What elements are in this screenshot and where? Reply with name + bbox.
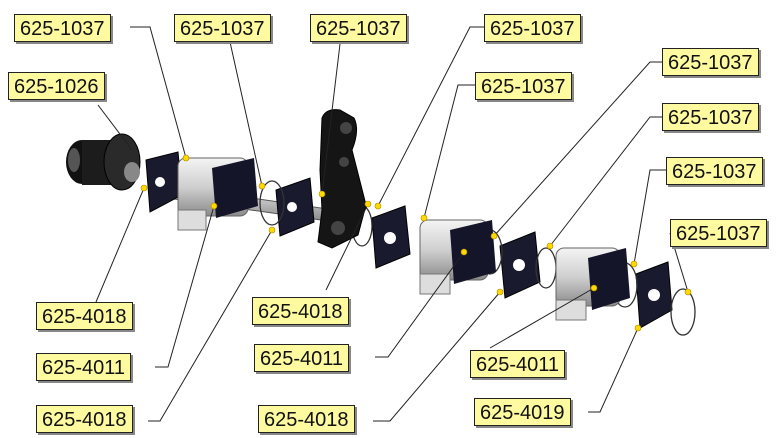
callout-label: 625-1037 <box>174 14 271 42</box>
callout-label: 625-4011 <box>36 353 132 381</box>
callout-label: 625-1037 <box>666 157 763 185</box>
callout-label: 625-1037 <box>662 103 759 131</box>
mounting-bracket <box>317 109 367 249</box>
callout-label: 625-4011 <box>254 344 350 372</box>
gasket-plate-3 <box>371 205 411 269</box>
gasket-plate-2 <box>275 177 315 237</box>
callout-label: 625-1037 <box>662 48 759 76</box>
leader-lines <box>95 26 689 422</box>
callout-dots <box>140 154 692 332</box>
callout-label: 625-1037 <box>14 14 111 42</box>
callout-label: 625-1037 <box>484 14 581 42</box>
callout-label: 625-1037 <box>310 14 407 42</box>
pump-housing-2 <box>419 219 496 295</box>
callout-label: 625-4018 <box>36 405 133 433</box>
callout-label: 625-1026 <box>8 72 105 100</box>
gasket-plate-4 <box>499 231 541 299</box>
callout-label: 625-4018 <box>258 405 355 433</box>
gasket-plate-1 <box>145 151 183 213</box>
callout-label: 625-4018 <box>252 297 349 325</box>
gasket-plate-5 <box>635 261 673 329</box>
callout-label: 625-4011 <box>470 350 566 378</box>
pump-housing-3 <box>555 247 630 321</box>
callout-label: 625-1037 <box>670 219 767 247</box>
callout-label: 625-1037 <box>475 72 572 100</box>
end-cap-part <box>66 133 141 191</box>
callout-label: 625-4019 <box>474 398 571 426</box>
callout-label: 625-4018 <box>36 302 133 330</box>
pump-housing-1 <box>177 157 258 231</box>
